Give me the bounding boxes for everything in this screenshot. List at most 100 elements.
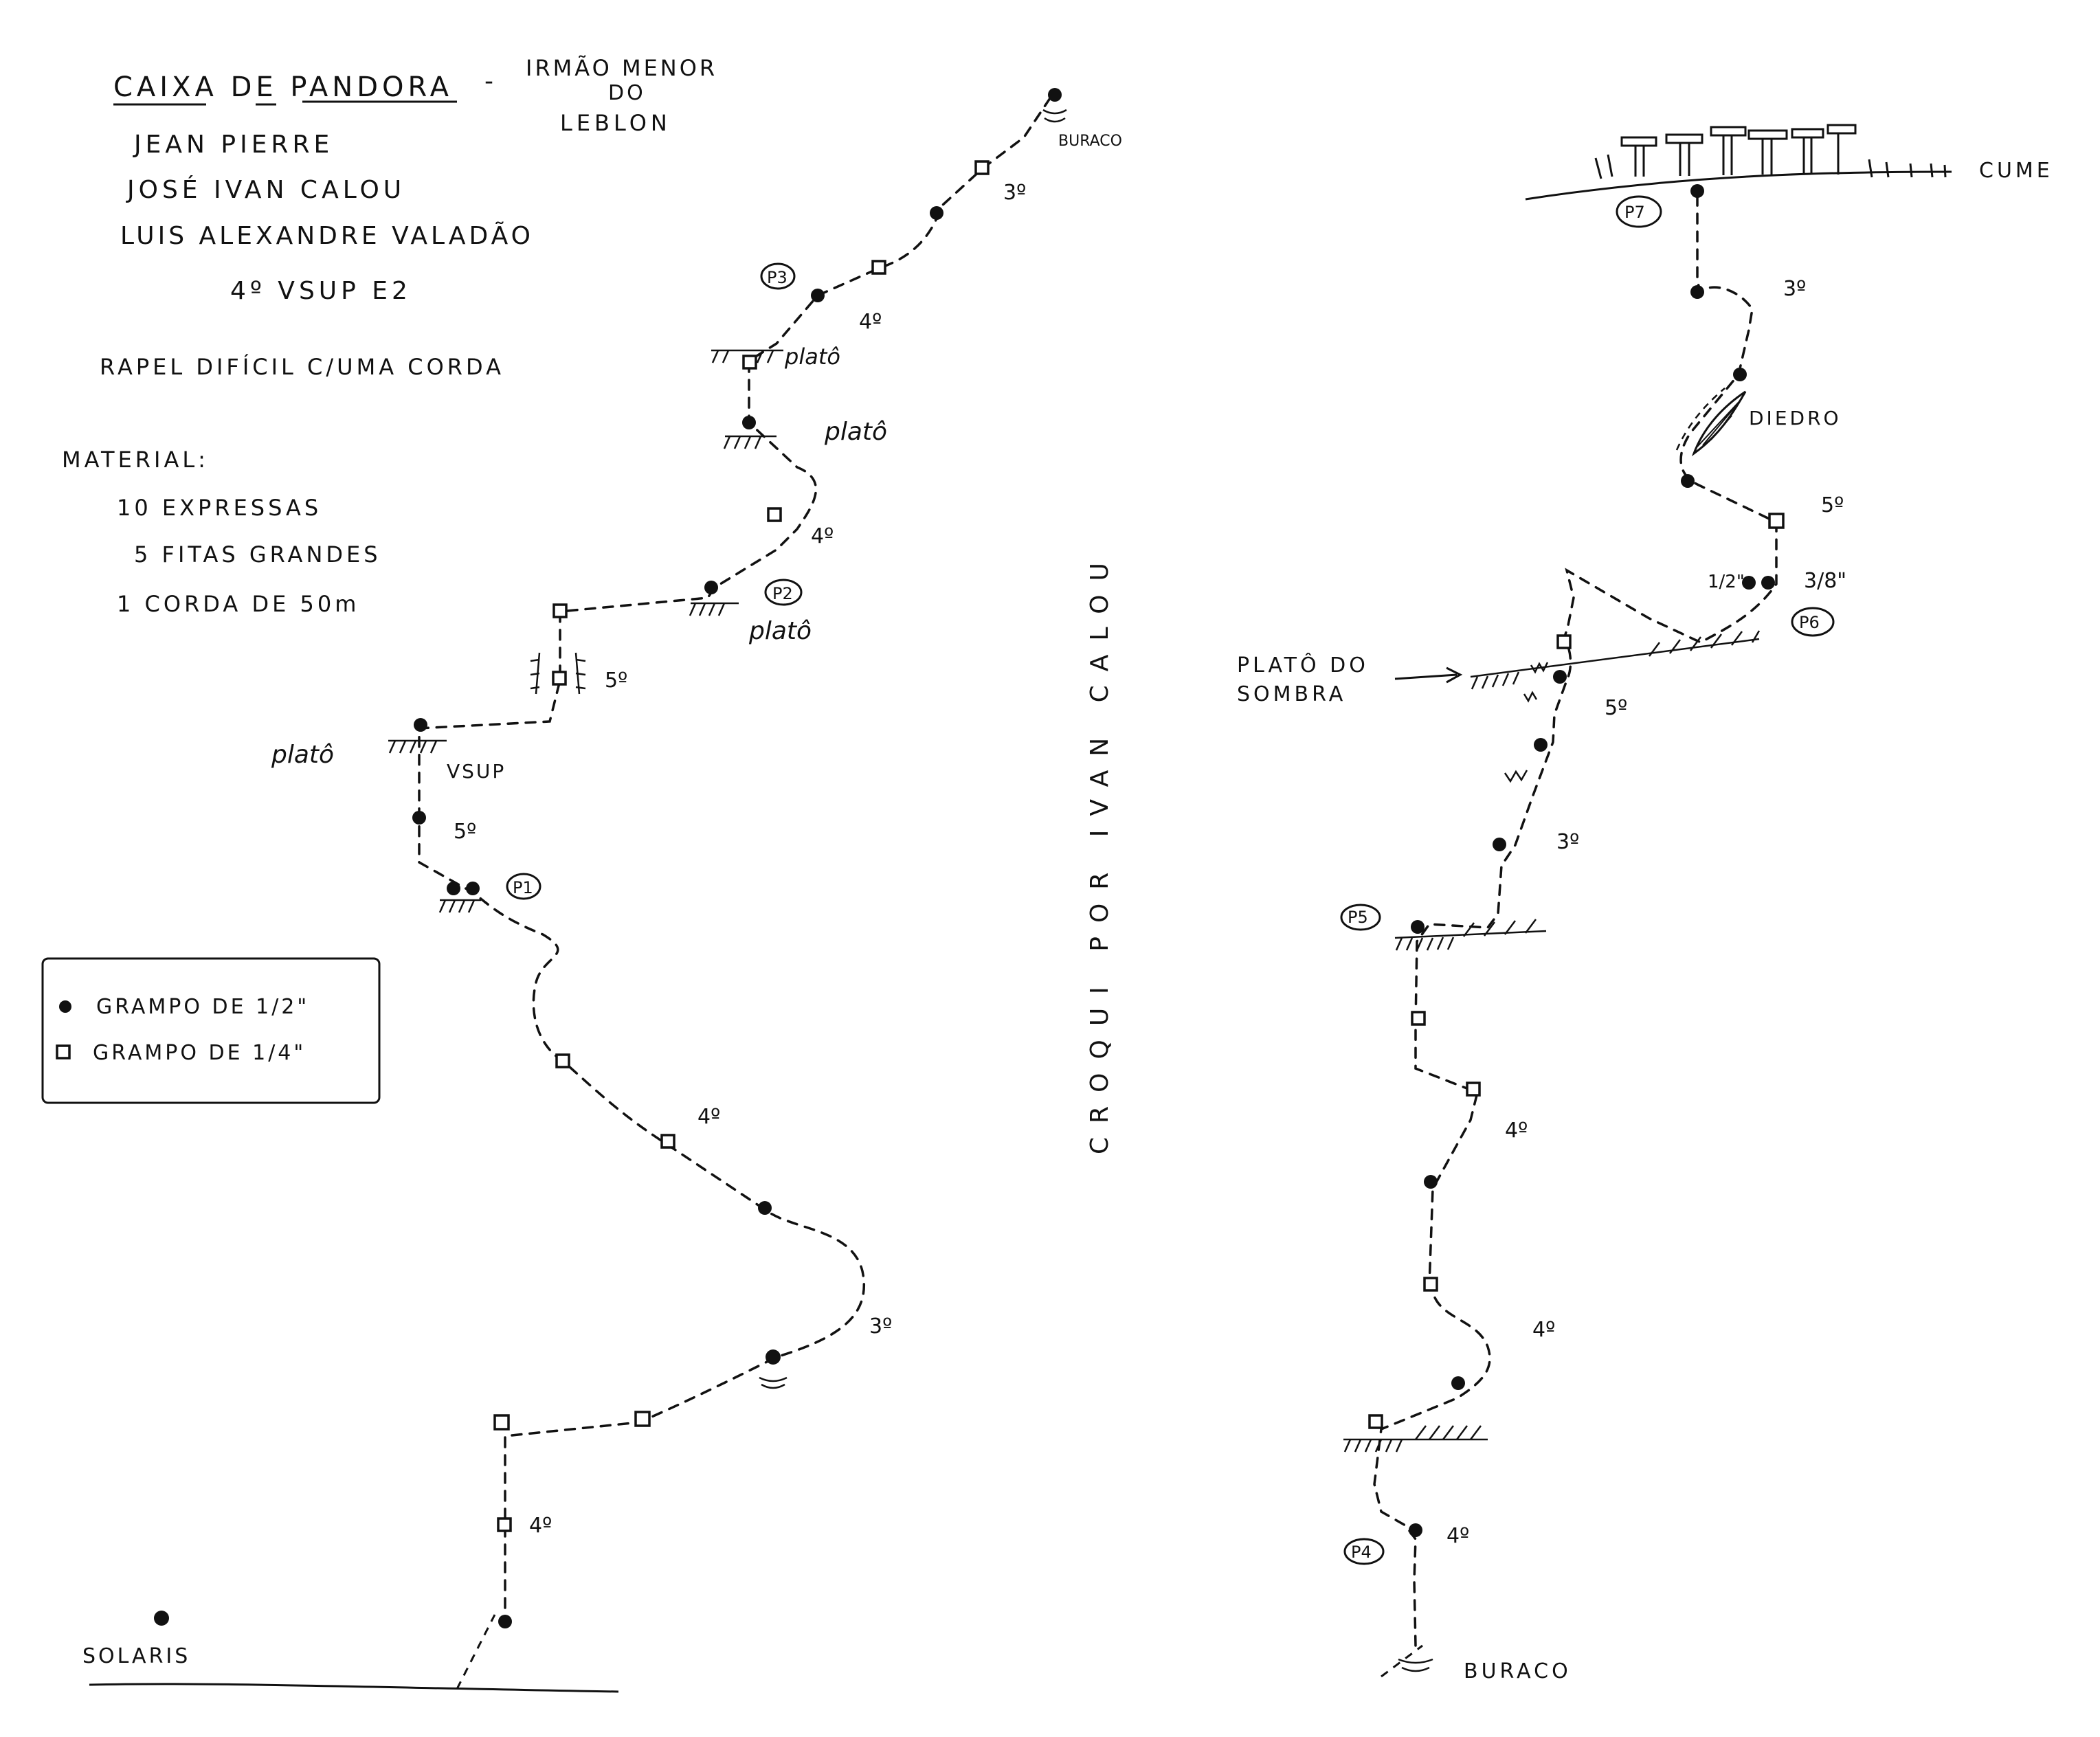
bolt-quarter-inch bbox=[742, 355, 757, 370]
credit-vertical: CROQUI POR IVAN CALOU bbox=[1086, 549, 1114, 1154]
grade-label: 5º bbox=[454, 820, 476, 844]
climber-2: JOSÉ IVAN CALOU bbox=[126, 175, 405, 204]
bolt-half-inch bbox=[1411, 920, 1425, 934]
bolt-quarter-inch bbox=[871, 260, 886, 275]
bolt-quarter-inch bbox=[493, 1414, 510, 1431]
solaris-bolt bbox=[154, 1611, 169, 1626]
bolt-size-label: 3/8" bbox=[1804, 569, 1846, 593]
p3-label: P3 bbox=[767, 268, 788, 287]
grade-label: 3º bbox=[1003, 181, 1026, 205]
bolt-quarter-inch bbox=[555, 1053, 570, 1068]
bolt-half-inch bbox=[412, 811, 426, 825]
plato-sombra-label: SOMBRA bbox=[1237, 682, 1346, 706]
bolt-quarter-inch bbox=[634, 1411, 651, 1427]
grade-label: 4º bbox=[859, 310, 882, 334]
bolt-quarter-inch bbox=[552, 603, 568, 618]
header: CAIXA DE PANDORA - IRMÃO MENOR DO LEBLON… bbox=[62, 55, 717, 617]
plato-label: platô bbox=[824, 418, 887, 446]
bolt-half-inch bbox=[742, 416, 756, 429]
p5-label: P5 bbox=[1348, 908, 1368, 927]
bolt-half-inch bbox=[1451, 1376, 1465, 1390]
bolt-half-inch bbox=[811, 289, 825, 302]
bolt-size-label: 1/2" bbox=[1708, 572, 1745, 592]
bolt-quarter-inch bbox=[552, 671, 567, 686]
bolt-quarter-inch bbox=[660, 1134, 675, 1149]
route-title: CAIXA DE PANDORA bbox=[113, 71, 453, 103]
bolt-half-inch bbox=[1048, 88, 1062, 102]
bolt-half-inch bbox=[766, 1349, 781, 1365]
bolt-quarter-inch bbox=[974, 160, 990, 175]
grade: 4º VSUP E2 bbox=[230, 277, 412, 305]
grade-label: 5º bbox=[605, 669, 627, 693]
bolt-quarter-inch bbox=[1768, 513, 1785, 529]
cume-label: CUME bbox=[1979, 159, 2053, 183]
bolt-half-inch bbox=[1553, 670, 1567, 684]
material-item-2: 5 FITAS GRANDES bbox=[134, 541, 381, 568]
bolt-quarter-inch bbox=[1466, 1082, 1481, 1097]
summit-trees-icon bbox=[1594, 124, 1947, 179]
right-topo: CUME BURACO bbox=[1237, 124, 2053, 1683]
bolt-quarter-inch bbox=[1411, 1011, 1426, 1026]
p7-label: P7 bbox=[1624, 203, 1645, 222]
legend-quarter-inch-bolt-icon bbox=[56, 1044, 71, 1060]
bolt-half-inch bbox=[758, 1201, 772, 1215]
grade-label: 3º bbox=[1556, 830, 1579, 854]
bolt-half-inch bbox=[704, 581, 718, 594]
climber-1: JEAN PIERRE bbox=[133, 131, 333, 159]
title-dash: - bbox=[484, 67, 493, 96]
vsup-label: VSUP bbox=[447, 760, 506, 783]
bolt-quarter-inch bbox=[1368, 1414, 1383, 1429]
subtitle-line1: IRMÃO MENOR bbox=[526, 55, 717, 81]
bolt-half-inch bbox=[498, 1615, 512, 1628]
bolt-half-inch bbox=[1690, 285, 1704, 299]
bolt-half-inch bbox=[1761, 576, 1775, 590]
bolt-half-inch bbox=[447, 882, 460, 895]
climber-3: LUIS ALEXANDRE VALADÃO bbox=[120, 221, 534, 250]
material-item-3: 1 CORDA DE 50m bbox=[117, 591, 359, 617]
subtitle-line2: DO bbox=[608, 81, 646, 105]
subtitle-line3: LEBLON bbox=[560, 110, 671, 136]
buraco-label: BURACO bbox=[1464, 1659, 1572, 1683]
bolt-half-inch bbox=[930, 206, 943, 220]
bolt-quarter-inch bbox=[1423, 1277, 1438, 1292]
grade-label: 4º bbox=[1505, 1119, 1528, 1143]
grade-label: 4º bbox=[529, 1514, 552, 1538]
p4-label: P4 bbox=[1351, 1543, 1372, 1562]
bolt-quarter-inch bbox=[1556, 634, 1572, 649]
bolt-half-inch bbox=[414, 718, 427, 732]
diedro-label: DIEDRO bbox=[1749, 407, 1842, 429]
p2-label: P2 bbox=[772, 584, 793, 603]
bolt-half-inch bbox=[1690, 184, 1704, 198]
bolt-half-inch bbox=[1733, 368, 1747, 381]
legend-half-inch-label: GRAMPO DE 1/2" bbox=[96, 995, 309, 1019]
bolt-half-inch bbox=[1742, 576, 1756, 590]
grade-label: 3º bbox=[1783, 277, 1806, 301]
diedro-icon bbox=[1675, 388, 1747, 457]
plato-label: platô bbox=[271, 741, 334, 769]
bolt-half-inch bbox=[1493, 838, 1506, 851]
bolt-half-inch bbox=[1424, 1175, 1438, 1189]
material-item-1: 10 EXPRESSAS bbox=[117, 495, 322, 521]
bolt-half-inch bbox=[1409, 1523, 1422, 1537]
plato-sombra-label: PLATÔ DO bbox=[1237, 652, 1369, 677]
bolt-half-inch bbox=[1534, 738, 1548, 752]
solaris-label: SOLARIS bbox=[82, 1644, 190, 1668]
plato-label: platô bbox=[784, 344, 840, 370]
rappel-note: RAPEL DIFÍCIL C/UMA CORDA bbox=[100, 354, 504, 380]
left-topo: SOLARIS P1 P2 P3 4º 3º 4º 5º VSUP platô … bbox=[82, 88, 1122, 1693]
grade-label: 5º bbox=[1605, 696, 1627, 720]
bolt-half-inch bbox=[1681, 474, 1695, 488]
legend: GRAMPO DE 1/2" GRAMPO DE 1/4" bbox=[41, 957, 381, 1104]
p1-label: P1 bbox=[513, 878, 533, 897]
grade-label: 4º bbox=[811, 524, 834, 548]
bolt-half-inch bbox=[466, 882, 480, 895]
grade-label: 4º bbox=[697, 1105, 720, 1129]
grade-label: 5º bbox=[1821, 493, 1844, 517]
material-heading: MATERIAL: bbox=[62, 447, 209, 473]
plato-label: platô bbox=[748, 617, 812, 645]
grade-label: 4º bbox=[1446, 1524, 1469, 1548]
grade-label: 4º bbox=[1532, 1318, 1555, 1342]
buraco-label: BURACO bbox=[1058, 133, 1122, 150]
bolt-quarter-inch bbox=[767, 507, 782, 522]
